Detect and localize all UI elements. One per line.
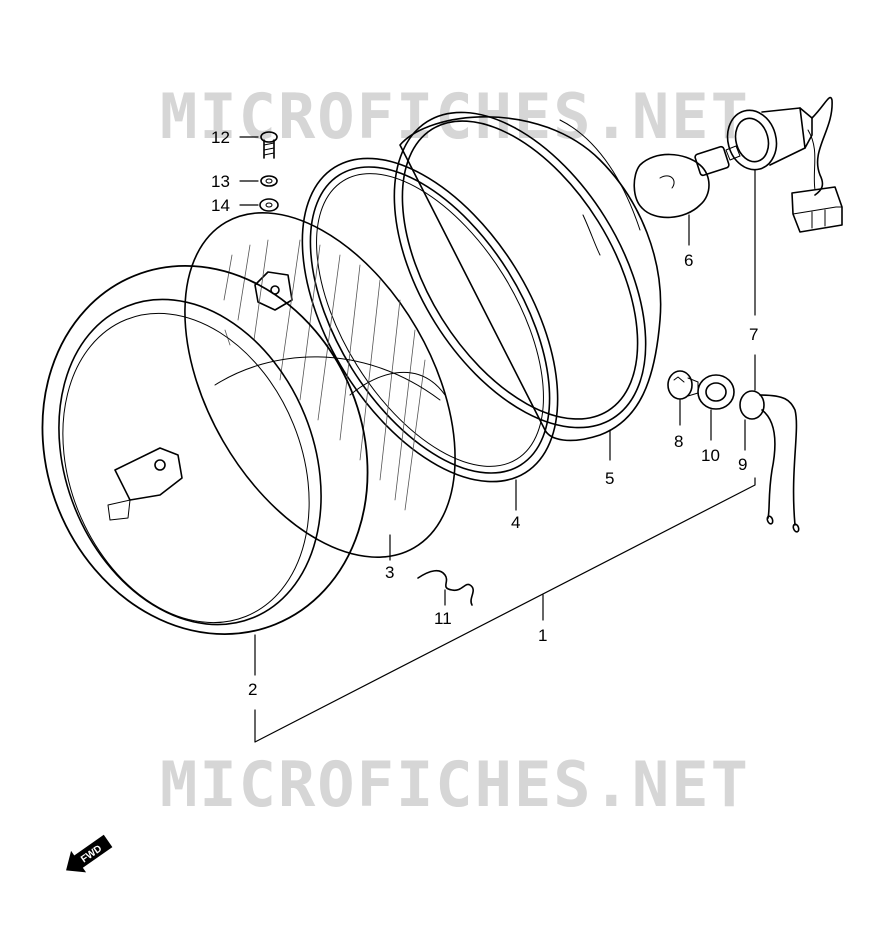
- callout-9: 9: [738, 455, 747, 474]
- callout-12: 12: [211, 128, 230, 147]
- watermark-top: MICROFICHES.NET: [160, 80, 750, 153]
- headlamp-housing: [393, 111, 662, 442]
- spring-clip: [417, 569, 474, 606]
- flat-washer: [259, 198, 279, 212]
- callout-4: 4: [511, 513, 520, 532]
- lock-washer: [260, 175, 278, 187]
- forward-direction-badge: FWD: [66, 834, 113, 873]
- watermark-bottom: MICROFICHES.NET: [160, 748, 750, 821]
- callout-5: 5: [605, 469, 614, 488]
- position-lamp-socket: [739, 390, 800, 533]
- callout-7: 7: [749, 325, 758, 344]
- socket-grommet: [697, 374, 735, 410]
- callout-2: 2: [248, 680, 257, 699]
- headlamp-bulb: [633, 145, 741, 219]
- callout-10: 10: [701, 446, 720, 465]
- callout-8: 8: [674, 432, 683, 451]
- headlamp-rim: [41, 265, 369, 635]
- rim-ring: [301, 157, 559, 483]
- callout-6: 6: [684, 251, 693, 270]
- leader-lines: [239, 136, 756, 743]
- callout-11: 11: [434, 609, 452, 628]
- bulb-socket-harness: [726, 96, 843, 233]
- callout-labels: 12 13 14 6 7 8 10 9 5 4 3 11 1 2: [211, 128, 758, 699]
- headlamp-lens-unit: [184, 212, 456, 558]
- screw: [260, 131, 278, 159]
- callout-14: 14: [211, 196, 230, 215]
- callout-1: 1: [538, 626, 547, 645]
- forward-arrow-icon: [66, 834, 113, 873]
- callout-3: 3: [385, 563, 394, 582]
- callout-13: 13: [211, 172, 230, 191]
- position-lamp-bulb: [667, 370, 699, 400]
